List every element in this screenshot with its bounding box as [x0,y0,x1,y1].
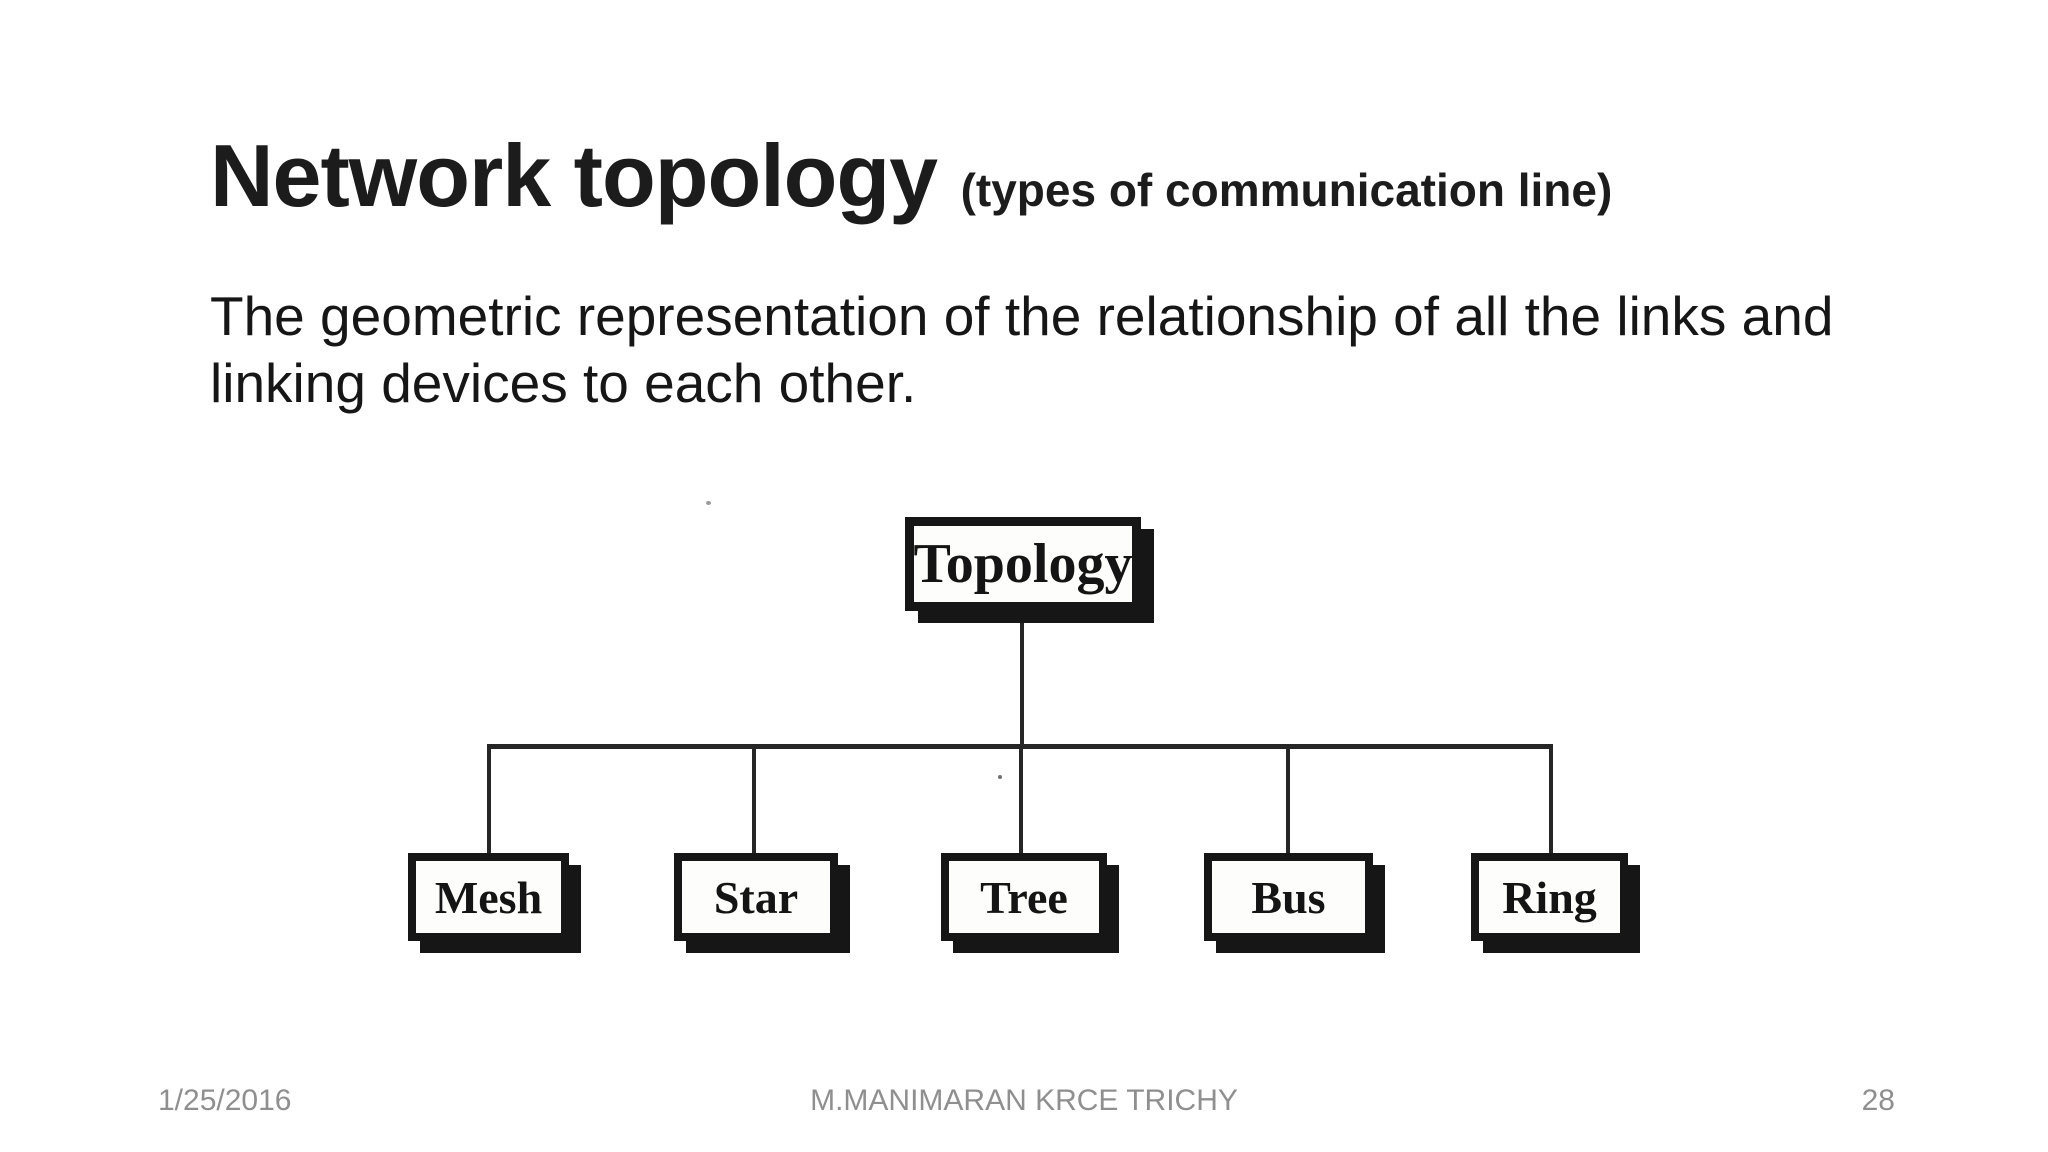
scan-artifact-dot [998,775,1002,779]
page-title: Network topology (types of communication… [210,121,1612,231]
body-paragraph: The geometric representation of the rela… [210,285,1834,415]
connector-drop-star [752,747,756,855]
scan-artifact-dot [706,501,711,505]
footer-author-text: M.MANIMARAN KRCE TRICHY [810,1084,1238,1117]
node-label: Ring [1502,871,1597,923]
footer-page-number: 28 [1861,1084,1895,1117]
diagram-node-bus: Bus [1204,853,1373,941]
node-label: Mesh [434,871,543,923]
node-label: Star [713,871,799,923]
connector-horizontal-bar [487,744,1553,749]
page-title-main: Network topology [210,125,961,225]
connector-root-stem [1020,620,1024,746]
diagram-node-tree: Tree [941,853,1107,941]
node-label: Tree [980,871,1068,923]
connector-drop-mesh [487,747,491,855]
node-label: Topology [913,533,1133,595]
page-title-suffix: (types of communication line) [960,163,1613,216]
node-label: Bus [1251,871,1326,923]
connector-drop-ring [1549,747,1553,855]
connector-drop-tree [1019,747,1023,855]
diagram-node-mesh: Mesh [408,853,569,941]
diagram-node-topology: Topology [905,517,1141,611]
connector-drop-bus [1286,747,1290,855]
footer-date: 1/25/2016 [158,1084,292,1117]
diagram-node-star: Star [674,853,838,941]
diagram-node-ring: Ring [1471,853,1628,941]
